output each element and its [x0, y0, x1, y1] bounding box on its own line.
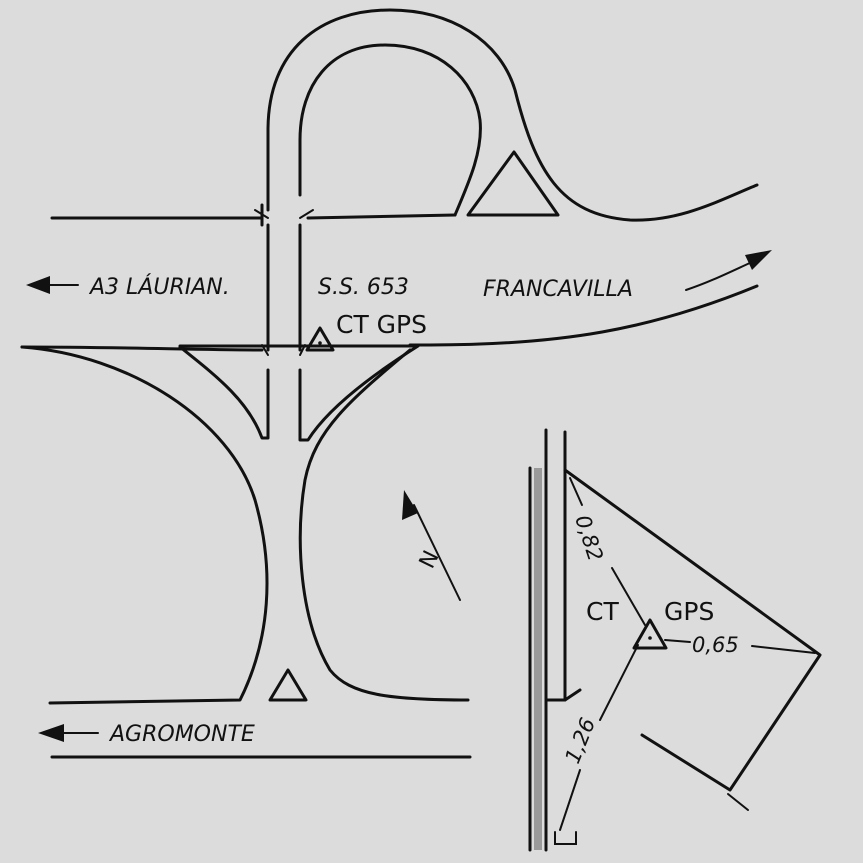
- inset-road-fill: [534, 468, 542, 850]
- inset-distance-065: 0,65: [692, 633, 739, 657]
- inset-line-065b: [751, 645, 816, 654]
- loop-island: [466, 150, 560, 217]
- bottom-island: [268, 668, 308, 702]
- francavilla-label: FRANCAVILLA: [483, 277, 633, 302]
- connector-right-lower: [298, 348, 470, 702]
- ct-gps-label: CT GPS: [336, 310, 427, 339]
- ct-gps-marker-dot: [318, 341, 322, 345]
- inset-distance-126: 1,26: [560, 715, 600, 767]
- a3-label: A3 LÁURIAN.: [88, 274, 230, 300]
- connector-left-lower: [20, 345, 269, 705]
- north-label: N: [415, 547, 445, 573]
- inset-building-outline: [563, 468, 822, 792]
- ss653-label: S.S. 653: [318, 275, 409, 300]
- connector-right-upper: [178, 344, 420, 442]
- inset-road-notch: [544, 688, 582, 702]
- inset-gps-marker-dot: [648, 636, 652, 640]
- ct-gps-marker: [305, 326, 335, 352]
- agromonte-label: AGROMONTE: [108, 722, 255, 747]
- inset-distance-082: 0,82: [570, 512, 607, 564]
- inset-line-082: [569, 477, 583, 506]
- loop-inner: [298, 43, 482, 217]
- ss653-lower-edge-right: [408, 284, 759, 347]
- inset-ct-label: CT: [586, 597, 619, 626]
- loop-outer: [266, 8, 759, 222]
- overpass-mark-r: [299, 209, 314, 219]
- inset-building-cut: [727, 793, 749, 811]
- overpass-mark-l: [254, 209, 269, 219]
- inset-line-126b: [559, 769, 581, 831]
- ss653-upper-edge-mid: [306, 213, 457, 220]
- north-arrowhead: [402, 490, 418, 520]
- inset-line-126: [599, 644, 639, 721]
- inset-gps-marker: [632, 618, 668, 650]
- ss653-lower-edge-left: [20, 345, 264, 352]
- francavilla-arrowhead: [745, 250, 772, 270]
- inset-marker-tick: [554, 831, 577, 845]
- inset-gps-label: GPS: [664, 597, 714, 626]
- francavilla-arrow-shaft: [685, 261, 753, 291]
- north-arrow-shaft: [413, 504, 461, 601]
- a3-arrowhead: [26, 276, 50, 294]
- inset-line-065: [664, 639, 691, 643]
- agromonte-arrowhead: [38, 724, 64, 742]
- inset-line-082b: [611, 567, 646, 626]
- connector-left-upper: [178, 345, 270, 440]
